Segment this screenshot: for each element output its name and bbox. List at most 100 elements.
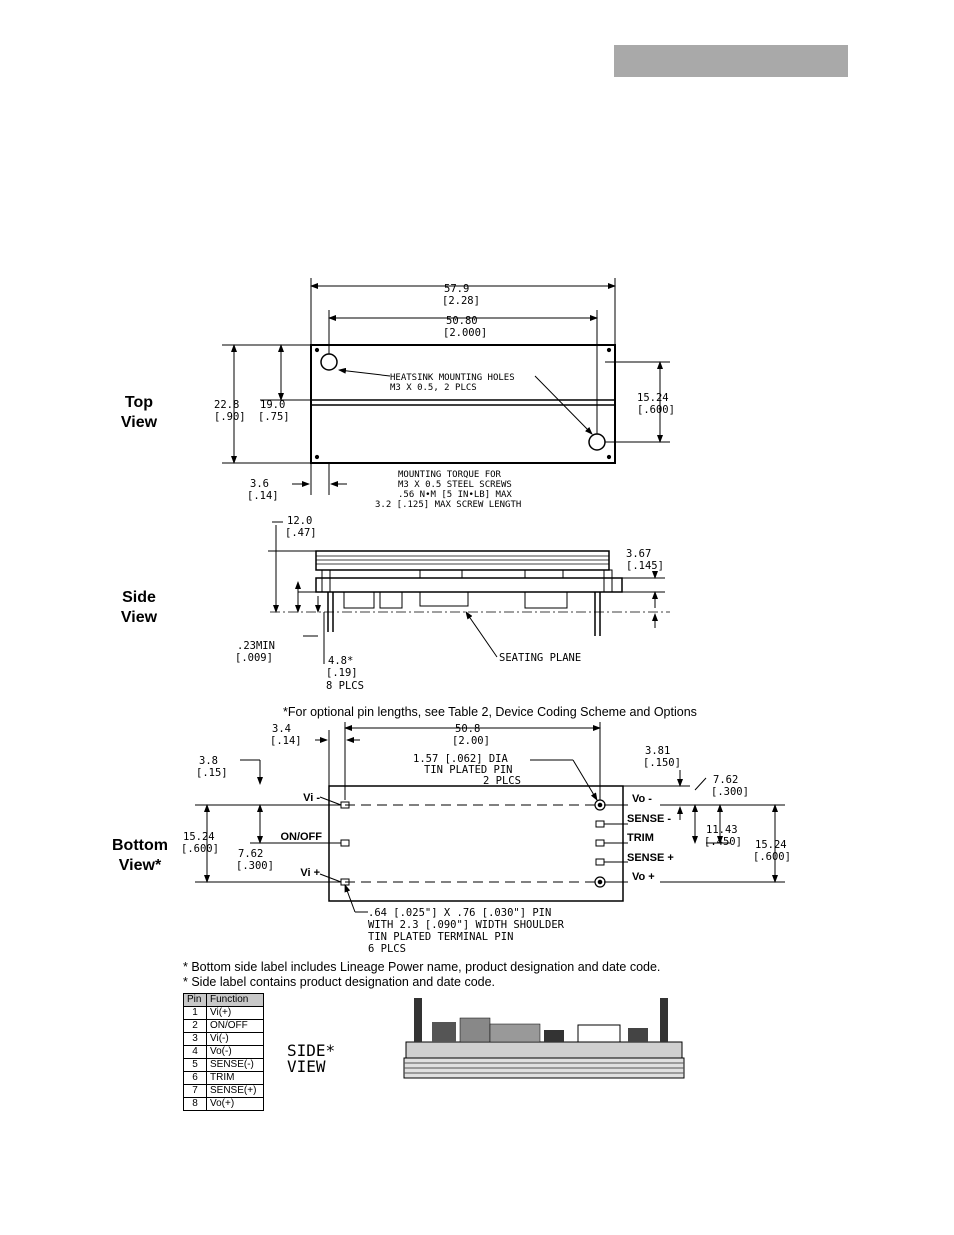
torque-2: M3 X 0.5 STEEL SCREWS [398, 480, 512, 490]
pin-label-vo-minus: Vo - [632, 793, 652, 805]
pin-number: 8 [183, 1097, 207, 1111]
dim-side-pin-in: [.145] [626, 560, 664, 572]
dim-hole-spacing: 50.80 [446, 315, 478, 327]
pin-number: 7 [183, 1084, 207, 1098]
dim-bottom-trim: 11.43 [706, 824, 738, 836]
dim-bottom-spacing: 50.8 [455, 723, 480, 735]
dim-bottom-sense: 7.62 [713, 774, 738, 786]
pin-label-sense-plus: SENSE + [627, 852, 674, 864]
dim-height: 22.8 [214, 399, 239, 411]
side-label-illustration [403, 998, 685, 1079]
dim-bottom-edge-in: [.14] [270, 735, 302, 747]
pin-dia-2: TIN PLATED PIN [424, 764, 513, 776]
bottom-label-note: * Bottom side label includes Lineage Pow… [183, 960, 661, 974]
dim-side-height-in: [.47] [285, 527, 317, 539]
dim-bottom-right-edge-in: [.150] [643, 757, 681, 769]
dim-bottom-spacing-in: [2.00] [452, 735, 490, 747]
pin-function: TRIM [206, 1071, 264, 1085]
terminal-1: .64 [.025"] X .76 [.030"] PIN [368, 907, 551, 919]
dim-height-in: [.90] [214, 411, 246, 423]
dim-side-min-in: [.009] [235, 652, 273, 664]
header-bar [614, 45, 848, 77]
dim-bottom-total-right-in: [.600] [753, 851, 791, 863]
dim-edge: 3.6 [250, 478, 269, 490]
pin-number: 3 [183, 1032, 207, 1046]
seating-plane: SEATING PLANE [499, 652, 581, 664]
side-view-text: Side View [120, 589, 158, 626]
dim-side-pin: 3.67 [626, 548, 651, 560]
torque-4: 3.2 [.125] MAX SCREW LENGTH [375, 500, 521, 510]
terminal-3: TIN PLATED TERMINAL PIN [368, 931, 513, 943]
bottom-view-label: Bottom View* [100, 836, 180, 876]
dim-bottom-right-edge: 3.81 [645, 745, 670, 757]
pin-number: 4 [183, 1045, 207, 1059]
torque-1: MOUNTING TORQUE FOR [398, 470, 502, 480]
pin-label-vi-plus: Vi + [300, 867, 320, 879]
pin-label-sense-minus: SENSE - [627, 813, 671, 825]
top-view-text: 57.9 [2.28] 50.80 [2.000] 22.8 [.90] 19.… [214, 283, 675, 510]
pin-number: 1 [183, 1006, 207, 1020]
holes-note-1: HEATSINK MOUNTING HOLES [390, 373, 515, 383]
pin-table-header: Pin Function [183, 993, 264, 1007]
pin-function: Vi(+) [206, 1006, 264, 1020]
dim-bottom-total-left: 15.24 [183, 831, 215, 843]
dim-hole-offset: 15.24 [637, 392, 669, 404]
bottom-view-drawing [195, 722, 785, 913]
dim-bottom-left-edge-in: [.15] [196, 767, 228, 779]
pin-function: Vi(-) [206, 1032, 264, 1046]
pin-label-vi-minus: Vi - [303, 792, 320, 804]
optional-pin-note: *For optional pin lengths, see Table 2, … [283, 705, 697, 719]
pin-number: 6 [183, 1071, 207, 1085]
dim-bottom-edge: 3.4 [272, 723, 291, 735]
pin-function: Vo(+) [206, 1097, 264, 1111]
pin-labels: Vi - ON/OFF Vi + Vo - SENSE - TRIM SENSE… [280, 792, 673, 883]
terminal-2: WITH 2.3 [.090"] WIDTH SHOULDER [368, 919, 565, 931]
pin-function: ON/OFF [206, 1019, 264, 1033]
side-view-label: Side View [104, 588, 174, 628]
dim-edge-in: [.14] [247, 490, 279, 502]
pin-label-trim: TRIM [627, 832, 654, 844]
torque-3: .56 N•M [5 IN•LB] MAX [398, 490, 512, 500]
dim-overall-width-in: [2.28] [442, 295, 480, 307]
side-view-handwritten-label: SIDE* VIEW [287, 1041, 336, 1076]
pin-label-vo-plus: Vo + [632, 871, 655, 883]
pin-label-on-off: ON/OFF [280, 831, 322, 843]
function-header: Function [206, 993, 264, 1007]
dim-bottom-total-left-in: [.600] [181, 843, 219, 855]
dim-bottom-total-right: 15.24 [755, 839, 787, 851]
dim-bottom-left-edge: 3.8 [199, 755, 218, 767]
bottom-view-text: Bottom View* [112, 837, 168, 874]
pin-function: Vo(-) [206, 1045, 264, 1059]
top-view-label: Top View [104, 393, 174, 433]
pin-header: Pin [183, 993, 207, 1007]
dim-inner-height: 19.0 [260, 399, 285, 411]
dim-side-pin-count: 8 PLCS [326, 680, 364, 692]
dim-overall-width: 57.9 [444, 283, 469, 295]
pin-function: SENSE(-) [206, 1058, 264, 1072]
terminal-4: 6 PLCS [368, 943, 406, 955]
side-view-drawing [268, 521, 670, 664]
pin-number: 5 [183, 1058, 207, 1072]
side-view-text: 12.0 [.47] 3.67 [.145] .23MIN [.009] 4.8… [235, 515, 664, 692]
pin-function: SENSE(+) [206, 1084, 264, 1098]
dim-hole-offset-in: [.600] [637, 404, 675, 416]
side-label-note: * Side label contains product designatio… [183, 975, 496, 989]
pin-dia-1: 1.57 [.062] DIA [413, 753, 509, 765]
dim-bottom-trim-in: [.450] [704, 836, 742, 848]
bottom-view-text: 3.4 [.14] 50.8 [2.00] 3.8 [.15] 1.57 [.0… [181, 723, 791, 955]
dim-bottom-sense-in: [.300] [711, 786, 749, 798]
dim-bottom-half-left-in: [.300] [236, 860, 274, 872]
top-view-text: Top View [120, 394, 158, 431]
dim-side-height: 12.0 [287, 515, 312, 527]
holes-note-2: M3 X 0.5, 2 PLCS [390, 383, 477, 393]
